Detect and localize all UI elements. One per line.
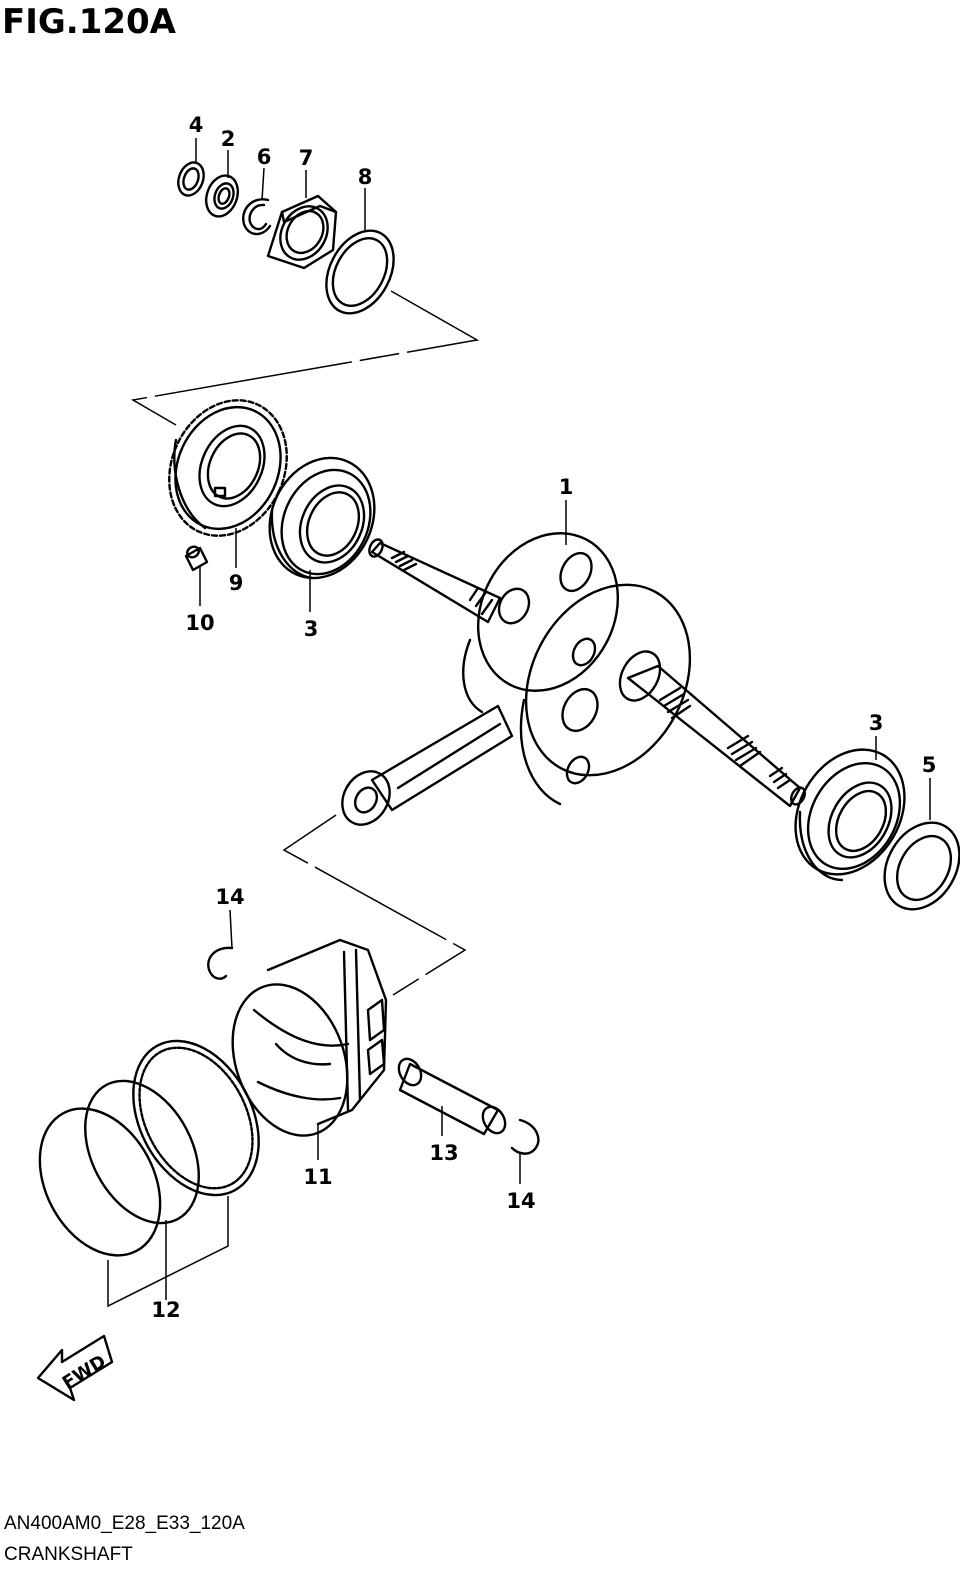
callout-8: 8 [358,165,373,189]
figure-name-label: CRANKSHAFT [4,1544,133,1565]
crankshaft-icon[interactable] [333,509,808,834]
callout-13: 13 [429,1141,458,1165]
callout-3-lower: 3 [869,711,884,735]
pin-circlip-upper-icon[interactable] [207,946,234,980]
callout-2: 2 [221,127,236,151]
figure-title: FIG.120A [2,2,176,42]
callout-10: 10 [185,611,214,635]
pin-circlip-lower-icon[interactable] [510,1118,540,1155]
pin-icon[interactable] [184,545,209,572]
nut-icon[interactable] [266,194,338,270]
callout-14-lower: 14 [506,1189,535,1213]
figure-code-label: AN400AM0_E28_E33_120A [4,1513,245,1534]
leader-lines [107,138,931,1308]
callout-labels: 4 2 6 7 8 1 9 10 3 3 5 14 11 13 14 12 [151,113,936,1322]
bearing-small-icon[interactable] [201,171,244,221]
piston-pin-icon[interactable] [394,1055,509,1137]
oil-seal-icon[interactable] [870,809,960,923]
callout-7: 7 [299,146,314,170]
circlip-icon[interactable] [242,198,272,236]
callout-11: 11 [303,1165,332,1189]
main-bearing-upper-icon[interactable] [250,441,393,596]
callout-9: 9 [229,571,244,595]
callout-4: 4 [189,113,204,137]
callout-3-upper: 3 [304,617,319,641]
piston-ring-icon[interactable] [16,1019,284,1276]
gear-icon[interactable] [148,381,309,555]
oil-seal-small-icon[interactable] [174,159,208,199]
washer-icon[interactable] [313,219,407,325]
callout-14-upper: 14 [215,885,244,909]
assembly-guide-lines [130,290,480,996]
forward-direction-badge: FWD [36,1334,114,1402]
callout-12: 12 [151,1298,180,1322]
callout-5: 5 [922,753,937,777]
piston-icon[interactable] [213,938,388,1152]
callout-6: 6 [257,145,272,169]
callout-1: 1 [559,475,574,499]
main-bearing-lower-icon[interactable] [774,730,927,894]
